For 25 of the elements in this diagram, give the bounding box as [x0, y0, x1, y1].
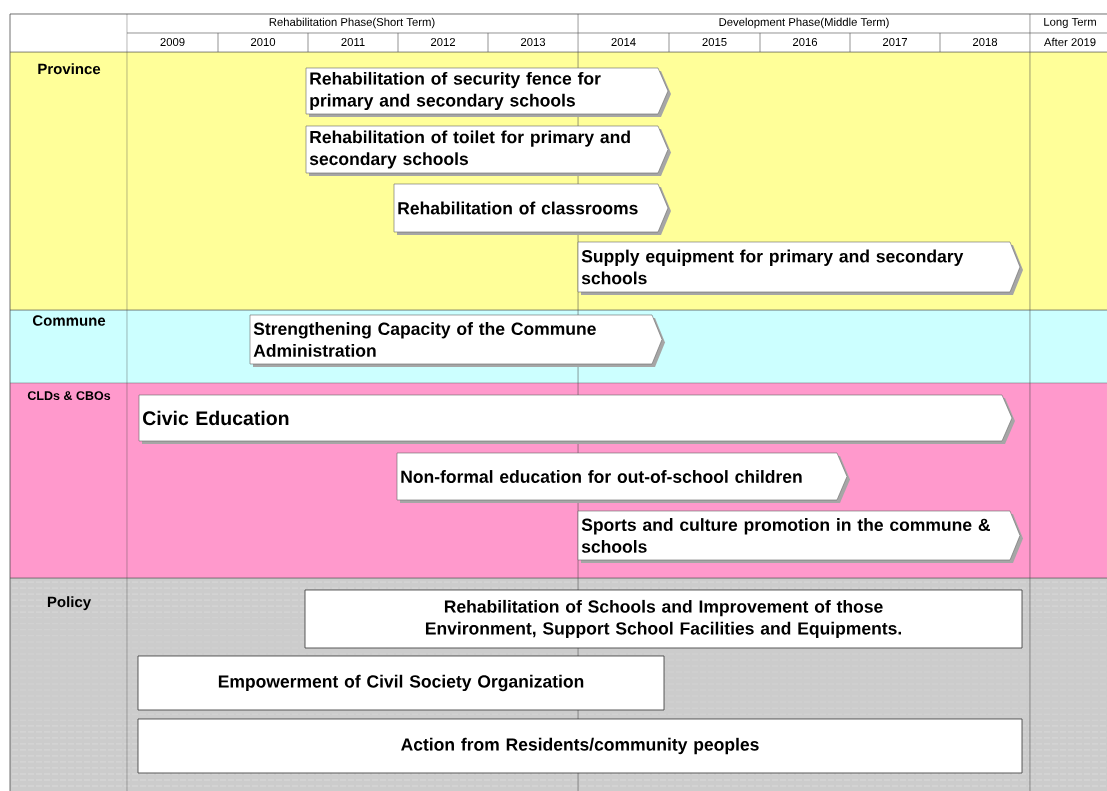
year-label: 2016	[793, 38, 818, 46]
phase-heading: Long Term	[1044, 17, 1096, 29]
phase-heading: Rehabilitation Phase(Short Term)	[269, 17, 435, 29]
year-label: 2010	[251, 38, 276, 46]
year-label: 2013	[521, 38, 546, 46]
year-label: 2009	[160, 38, 185, 46]
year-label: 2012	[431, 38, 455, 46]
year-label: 2015	[702, 38, 727, 46]
arrow-bar: Sports and culture promotion in the commune & schools	[577, 510, 1023, 563]
arrow-bar: Rehabilitation of classrooms	[393, 183, 671, 235]
arrow-bar: Supply equipment for primary and secondary schools	[577, 241, 1023, 295]
arrow-bar: Civic Education	[138, 394, 1015, 444]
phase-heading: Development Phase(Middle Term)	[719, 17, 889, 29]
policy-box: Action from Residents/community peoples	[137, 718, 1023, 774]
arrow-bar: Rehabilitation of security fence for primary and secondary schools	[305, 67, 671, 117]
year-label: 2018	[973, 38, 998, 46]
arrow-bar: Strengthening Capacity of the Commune Administration	[249, 314, 665, 367]
arrow-bar: Rehabilitation of toilet for primary and secondary schools	[305, 125, 671, 176]
year-label: 2017	[883, 38, 907, 46]
policy-box: Rehabilitation of Schools and Improvement of those Environment, Support School Facilities and Equipments.	[304, 589, 1023, 649]
arrow-bar: Non-formal education for out-of-school children	[396, 452, 850, 503]
year-label: 2014	[611, 38, 636, 46]
policy-box: Empowerment of Civil Society Organization	[137, 655, 665, 711]
year-label: 2011	[341, 38, 365, 46]
year-label: After 2019	[1043, 37, 1096, 47]
